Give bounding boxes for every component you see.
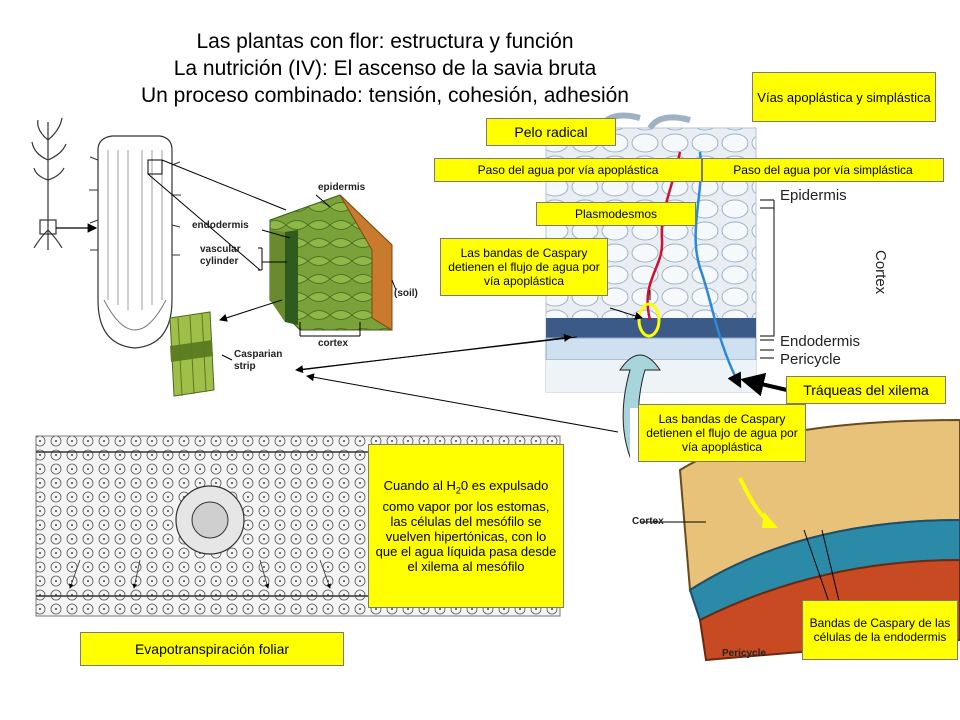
callout-caspary-1: Las bandas de Caspary detienen el flujo … xyxy=(440,238,608,296)
title-line-2: La nutrición (IV): El ascenso de la savi… xyxy=(173,57,597,80)
leaf-note-part-2: 0 es expulsado como vapor por los estoma… xyxy=(375,478,557,574)
callout-pelo-radical: Pelo radical xyxy=(486,118,616,146)
label-soil: (soil) xyxy=(394,288,418,299)
leaf-note-part-1: Cuando al H xyxy=(383,478,456,494)
callout-caspary-2: Las bandas de Caspary detienen el flujo … xyxy=(638,404,806,462)
callout-leaf-note: Cuando al H20 es expulsado como vapor po… xyxy=(368,444,564,608)
leaf-note-text: Cuando al H20 es expulsado como vapor po… xyxy=(375,478,557,574)
label-endodermis-large: Endodermis xyxy=(780,333,860,350)
label-vascular: vascular xyxy=(200,244,241,255)
callout-vias: Vías apoplástica y simplástica xyxy=(752,72,936,122)
casparian-strip-drawing xyxy=(169,311,215,397)
slide-title: Las plantas con flor: estructura y funci… xyxy=(60,28,710,109)
label-detail-pericycle: Pericycle xyxy=(722,648,766,659)
label-epidermis-large: Epidermis xyxy=(780,187,847,204)
label-cylinder: cylinder xyxy=(200,256,238,267)
callout-plasmodesmos: Plasmodesmos xyxy=(536,202,696,226)
callout-evapotranspiracion: Evapotranspiración foliar xyxy=(80,632,344,666)
callout-traqueas: Tráqueas del xilema xyxy=(786,376,946,404)
label-detail-cortex: Cortex xyxy=(632,516,664,527)
connector-arrows xyxy=(295,290,788,433)
root-leader-lines xyxy=(219,194,397,361)
plant-sketch-icon xyxy=(31,117,98,250)
label-cortex-large: Cortex xyxy=(872,250,889,295)
label-casparian: Casparian xyxy=(234,349,282,360)
label-pericycle-large: Pericycle xyxy=(780,351,841,368)
label-epidermis: epidermis xyxy=(318,182,366,193)
callout-paso-apoplastica: Paso del agua por vía apoplástica xyxy=(434,158,702,182)
title-line-1: Las plantas con flor: estructura y funci… xyxy=(196,30,574,53)
root-tip-drawing xyxy=(89,135,287,349)
label-strip: strip xyxy=(234,361,256,372)
root-figure: epidermis endodermis vascular cylinder (… xyxy=(31,117,418,397)
callout-paso-simplastica: Paso del agua por vía simplástica xyxy=(702,158,944,182)
callout-bandas-endodermis: Bandas de Caspary de las células de la e… xyxy=(802,600,958,660)
title-line-3: Un proceso combinado: tensión, cohesión,… xyxy=(141,84,629,107)
label-cortex: cortex xyxy=(318,338,348,349)
leaf-note-subscript: 2 xyxy=(455,485,461,496)
label-endodermis: endodermis xyxy=(192,220,249,231)
root-wedge-drawing xyxy=(269,194,393,331)
